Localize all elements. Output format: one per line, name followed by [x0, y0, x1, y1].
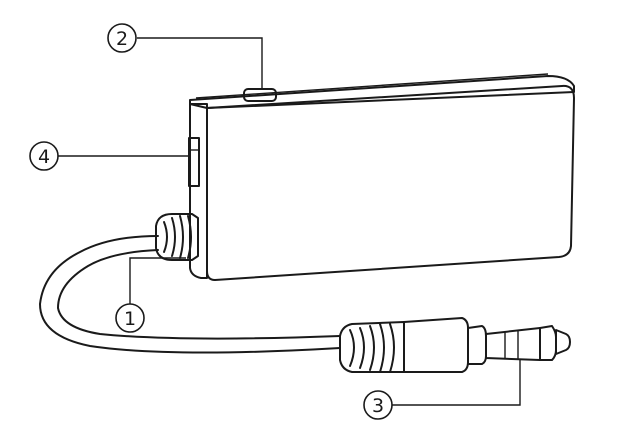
callout-1: 1 [115, 257, 186, 333]
callout-2-number: 2 [116, 28, 128, 50]
device-body [189, 73, 575, 281]
cable [39, 235, 341, 354]
callout-4-number: 4 [38, 146, 50, 168]
callout-3-number: 3 [372, 395, 384, 417]
power-button [243, 88, 277, 102]
callout-1-number: 1 [124, 308, 136, 330]
cable-strain-relief [155, 213, 199, 261]
audio-plug [339, 317, 571, 373]
callout-4: 4 [29, 141, 189, 171]
callout-2: 2 [107, 23, 263, 89]
side-port [188, 137, 200, 187]
callout-3: 3 [363, 360, 521, 420]
